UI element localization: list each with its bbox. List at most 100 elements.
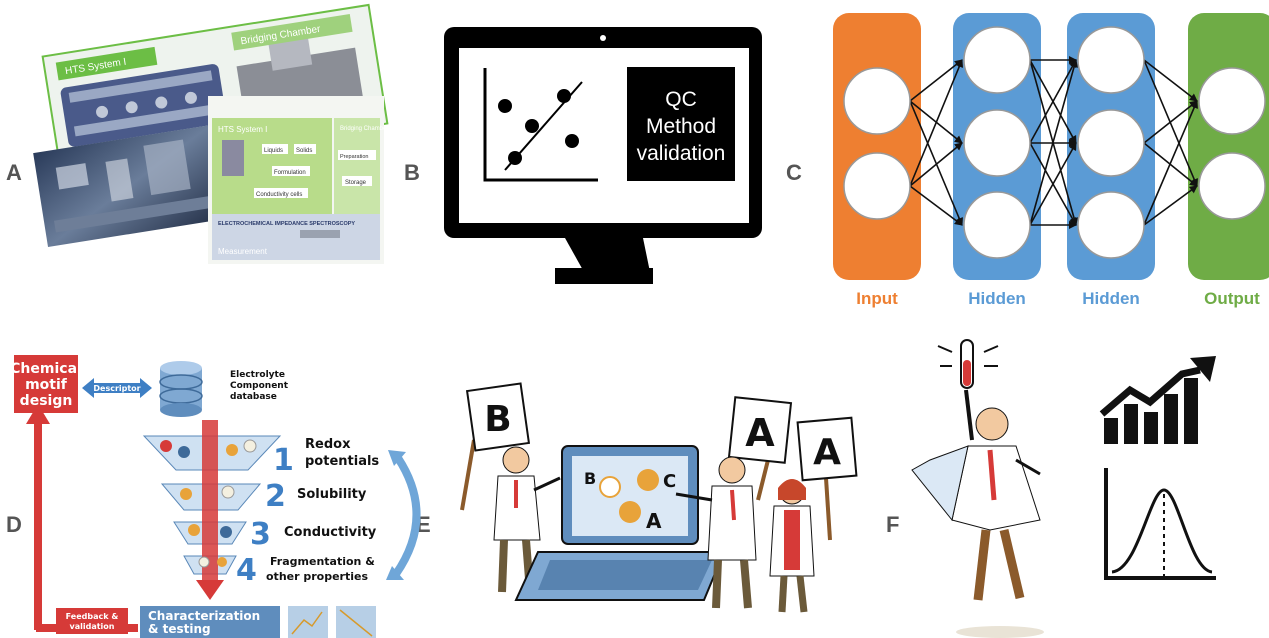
layer-label-0: Input: [856, 289, 898, 308]
sign-a-1: A: [727, 396, 793, 501]
nn-edge: [909, 59, 963, 102]
screen-letter-c: C: [663, 471, 676, 492]
nn-node: [1077, 191, 1145, 259]
sign-b-letter: B: [484, 399, 511, 440]
sign-a-2: A: [796, 416, 858, 541]
panel-d: Chemical motif design Descriptor Electro…: [10, 355, 421, 638]
laptop: B C A: [514, 445, 726, 601]
sign-b: B: [460, 382, 531, 511]
feedback-line-1: Feedback &: [66, 612, 119, 621]
stage-4-line-1: Fragmentation &: [270, 555, 375, 568]
cycle-arrow: [392, 455, 421, 577]
layer-label-2: Hidden: [1082, 289, 1140, 308]
stage-3-line-1: Conductivity: [284, 525, 377, 540]
nn-node: [963, 109, 1031, 177]
funnel-arrow: [202, 420, 218, 586]
nn-node: [843, 152, 911, 220]
bell-curve-icon: [1104, 468, 1216, 580]
panel-d-letter: D: [6, 512, 22, 537]
excited-scientist: [911, 339, 1044, 638]
nn-edge: [1029, 59, 1078, 226]
layer-column-0: [833, 13, 921, 280]
stage-1-line-1: Redox: [305, 437, 351, 452]
scientist-right: [769, 479, 815, 613]
schematic-eis-label: ELECTROCHEMICAL IMPEDANCE SPECTROSCOPY: [218, 221, 355, 227]
db-line-1: Electrolyte: [230, 370, 285, 380]
nn-edge: [909, 142, 963, 187]
nn-node: [1077, 109, 1145, 177]
scatter-point: [508, 151, 522, 165]
nn-node: [1077, 26, 1145, 94]
panel-f: [911, 339, 1216, 638]
panel-a-letter: A: [6, 160, 22, 185]
motif-line-3: design: [20, 393, 73, 409]
qc-line-1: QC: [665, 88, 697, 111]
schematic-item-solids: Solids: [296, 148, 312, 154]
panel-f-letter: F: [886, 512, 900, 537]
panel-b-letter: B: [404, 160, 420, 185]
motif-line-2: motif: [25, 377, 68, 393]
growth-chart-icon: [1099, 356, 1216, 444]
schematic-side-preparation: Preparation: [340, 154, 368, 160]
db-line-2: Component: [230, 381, 289, 391]
schematic-item-formulation: Formulation: [274, 170, 306, 176]
stage-4-num: 4: [236, 553, 257, 588]
screen-letter-a: A: [646, 509, 662, 533]
qc-line-2: Method: [646, 115, 716, 138]
panel-a: HTS System I Bridging Chamber HTS System…: [33, 3, 389, 264]
char-line-1: Characterization: [148, 609, 260, 623]
stage-1-num: 1: [273, 443, 294, 478]
nn-edge: [1029, 142, 1077, 226]
panel-c-letter: C: [786, 160, 802, 185]
stage-1-line-2: potentials: [305, 454, 379, 469]
panel-c-neural-network: Input Hidden Hidden Output: [833, 13, 1269, 308]
nn-edge: [1143, 100, 1198, 226]
motif-line-1: Chemical: [10, 361, 82, 377]
nn-edge: [1143, 100, 1198, 144]
system-schematic: HTS System I Bridging Chamber Liquids So…: [208, 96, 388, 264]
stage-3-num: 3: [250, 517, 271, 552]
char-line-2: & testing: [148, 622, 211, 636]
nn-edge: [1029, 59, 1077, 144]
nn-edge: [909, 185, 963, 226]
nn-node: [963, 191, 1031, 259]
descriptor-label: Descriptor: [93, 384, 140, 393]
scientist-left: [493, 446, 561, 593]
layer-label-1: Hidden: [968, 289, 1026, 308]
motif-box: [14, 355, 78, 413]
scientist-middle: [675, 456, 757, 609]
descriptor-arrow: [82, 378, 152, 398]
schematic-item-liquids: Liquids: [264, 148, 283, 154]
stage-2-line-1: Solubility: [297, 487, 367, 502]
layer-column-3: [1188, 13, 1269, 280]
molecule-dots: [160, 439, 257, 568]
db-line-3: database: [230, 392, 277, 402]
schematic-side-title: Bridging Chamber: [340, 126, 388, 132]
panel-e: B B C A A A: [460, 382, 858, 613]
qc-line-3: validation: [637, 142, 726, 165]
scatter-point: [498, 99, 512, 113]
scatter-point: [565, 134, 579, 148]
nn-node: [1198, 67, 1266, 135]
screen-letter-b: B: [584, 469, 596, 488]
stage-2-num: 2: [265, 479, 286, 514]
nn-node: [1198, 152, 1266, 220]
nn-edge: [1143, 59, 1198, 102]
nn-edge: [909, 100, 963, 226]
scatter-point: [557, 89, 571, 103]
database-icon: [159, 361, 203, 417]
nn-edge: [909, 59, 964, 187]
nn-edge: [1143, 185, 1198, 226]
sign-a2-letter: A: [813, 432, 841, 473]
sign-a1-letter: A: [745, 411, 775, 455]
characterization-box: [140, 606, 280, 638]
lab-photo: [33, 124, 226, 247]
schematic-title: HTS System I: [218, 125, 267, 134]
nn-node: [843, 67, 911, 135]
schematic-measurement-label: Measurement: [218, 247, 268, 256]
scatter-point: [525, 119, 539, 133]
qc-box: [627, 67, 735, 181]
stage-4-line-2: other properties: [266, 570, 368, 583]
layer-label-3: Output: [1204, 289, 1260, 308]
